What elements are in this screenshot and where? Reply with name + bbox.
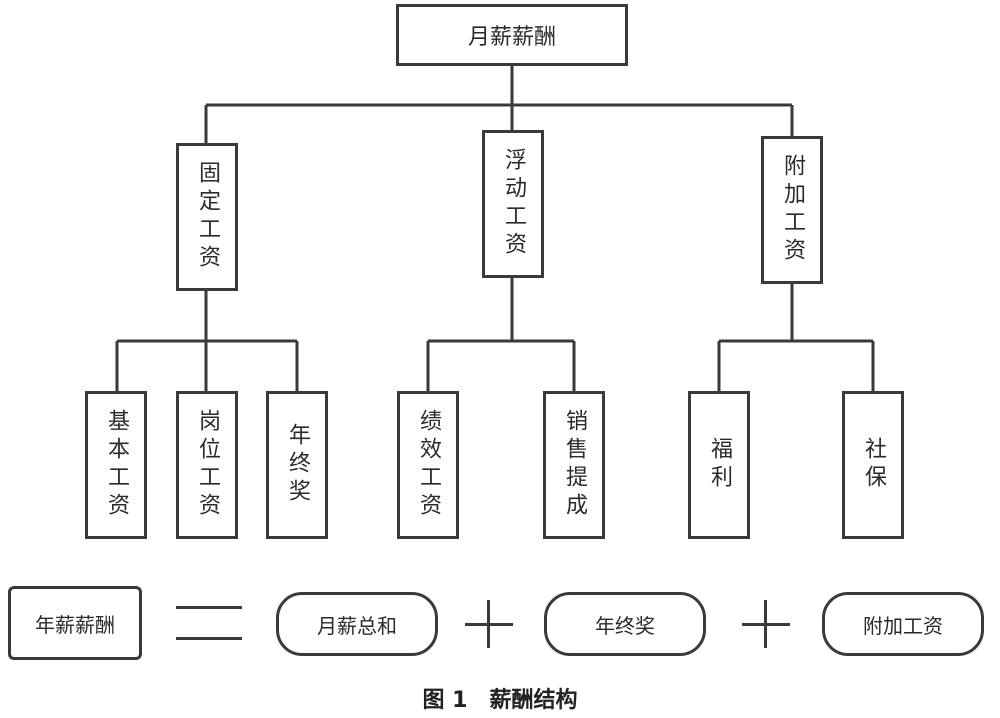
root-node: 月薪薪酬 (396, 4, 628, 66)
category-fixed-pay: 固定工资 (176, 143, 238, 291)
category-label: 固定工资 (195, 161, 220, 273)
leaf-sales-commission: 销售提成 (543, 391, 605, 539)
equals-sign (176, 606, 242, 640)
formula-term-monthly-total: 月薪总和 (276, 592, 438, 656)
leaf-label: 社保 (861, 437, 886, 493)
formula-term-label: 年终奖 (595, 613, 655, 638)
formula-term-year-end-bonus: 年终奖 (544, 592, 706, 656)
leaf-social-insurance: 社保 (842, 391, 904, 539)
category-floating-pay: 浮动工资 (482, 130, 544, 278)
leaf-position-pay: 岗位工资 (176, 391, 238, 539)
category-label: 浮动工资 (501, 148, 526, 260)
leaf-base-pay: 基本工资 (85, 391, 147, 539)
leaf-label: 岗位工资 (195, 409, 220, 521)
formula-term-label: 附加工资 (863, 613, 943, 638)
formula-term-label: 月薪总和 (317, 613, 397, 638)
plus-sign-2 (742, 600, 790, 648)
leaf-label: 年终奖 (285, 423, 310, 507)
formula-lhs-label: 年薪薪酬 (35, 612, 115, 637)
category-label: 附加工资 (780, 154, 805, 266)
leaf-label: 绩效工资 (416, 409, 441, 521)
category-additional-pay: 附加工资 (761, 136, 823, 284)
leaf-label: 基本工资 (104, 409, 129, 521)
formula-annual-pay: 年薪薪酬 (8, 586, 142, 660)
plus-sign-1 (465, 600, 513, 648)
formula-term-additional-pay: 附加工资 (822, 592, 984, 656)
leaf-welfare: 福利 (688, 391, 750, 539)
figure-caption: 图 1 薪酬结构 (422, 688, 578, 713)
leaf-performance-pay: 绩效工资 (397, 391, 459, 539)
leaf-year-end-bonus: 年终奖 (266, 391, 328, 539)
leaf-label: 福利 (707, 437, 732, 493)
root-label: 月薪薪酬 (467, 25, 556, 50)
leaf-label: 销售提成 (562, 409, 587, 521)
